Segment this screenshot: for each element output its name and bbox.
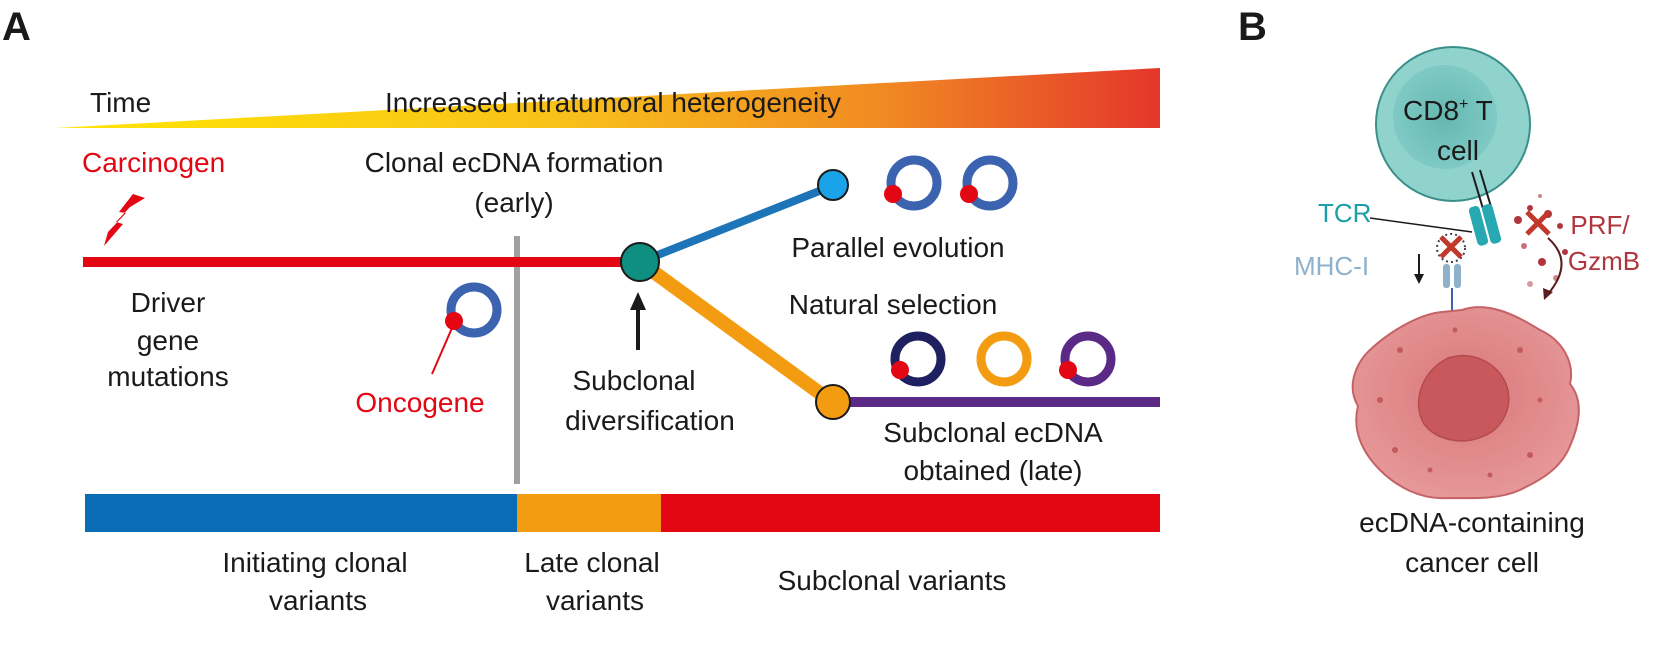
oncogene-label: Oncogene bbox=[355, 387, 484, 418]
lightning-bolt-icon bbox=[104, 194, 145, 246]
natural-selection-label: Natural selection bbox=[789, 289, 998, 320]
subclonal-late-label-line1: Subclonal ecDNA bbox=[883, 417, 1103, 448]
oncogene-pointer bbox=[431, 327, 453, 375]
mhc-dotted-ring bbox=[1436, 233, 1466, 263]
tcell-label-cd8: CD8+ T bbox=[1403, 95, 1493, 126]
prf-blocked-x-icon bbox=[1525, 210, 1551, 236]
panel-b-letter: B bbox=[1238, 5, 1267, 49]
late-clonal-label-line1: Late clonal bbox=[524, 547, 659, 578]
prf-curved-arrow bbox=[1547, 237, 1563, 295]
tcell-label-superscript: + bbox=[1459, 96, 1468, 113]
driver-label-line1: Driver bbox=[131, 287, 206, 318]
cd8-t-cell bbox=[1375, 46, 1531, 202]
panel-a-letter: A bbox=[2, 5, 31, 49]
cancer-cell bbox=[1351, 306, 1580, 500]
prf-arrowhead bbox=[1543, 288, 1553, 300]
tcell-label-cd8-main: CD8 bbox=[1403, 95, 1459, 126]
subclonal-late-label-line2: obtained (late) bbox=[903, 455, 1082, 486]
driver-label-line2: gene bbox=[137, 325, 199, 356]
clonal-formation-label-line1: Clonal ecDNA formation bbox=[365, 147, 664, 178]
tcell-label-t: T bbox=[1468, 95, 1492, 126]
mhc-molecule-icon bbox=[1443, 264, 1461, 318]
driver-label-line3: mutations bbox=[107, 361, 228, 392]
late-clonal-label-line2: variants bbox=[546, 585, 644, 616]
tcr-receptor-icon bbox=[1468, 169, 1502, 246]
subclonal-div-label-line1: Subclonal bbox=[573, 365, 696, 396]
cancer-label-line2: cancer cell bbox=[1405, 547, 1539, 578]
bar-late-clonal bbox=[517, 494, 661, 532]
selection-node bbox=[815, 384, 851, 420]
parallel-evolution-label: Parallel evolution bbox=[791, 232, 1004, 263]
bar-subclonal bbox=[661, 494, 1160, 532]
initiating-label-line2: variants bbox=[269, 585, 367, 616]
time-label: Time bbox=[90, 87, 151, 118]
subclonal-div-label-line2: diversification bbox=[565, 405, 735, 436]
tcell-label-cell: cell bbox=[1437, 135, 1479, 166]
selection-ecdna-icon-1 bbox=[890, 331, 946, 387]
diversification-node bbox=[620, 242, 660, 282]
heterogeneity-wedge bbox=[55, 68, 1160, 128]
parallel-ecdna-icon-1 bbox=[884, 155, 942, 211]
tcr-label: TCR bbox=[1318, 198, 1371, 228]
parallel-ecdna-icon-2 bbox=[960, 155, 1018, 211]
clonal-formation-label-line2: (early) bbox=[474, 187, 553, 218]
mhc-label: MHC-I bbox=[1294, 251, 1369, 281]
oncogene-ecdna-icon bbox=[445, 282, 502, 338]
initiating-label-line1: Initiating clonal bbox=[222, 547, 407, 578]
diversification-arrowhead bbox=[630, 292, 646, 310]
parallel-node bbox=[817, 169, 849, 201]
carcinogen-label: Carcinogen bbox=[82, 147, 225, 178]
bar-initiating-clonal bbox=[85, 494, 517, 532]
subclonal-variants-label: Subclonal variants bbox=[778, 565, 1007, 596]
selection-ecdna-icon-3 bbox=[1059, 331, 1116, 387]
prf-label: PRF/ bbox=[1570, 210, 1630, 240]
parallel-branch bbox=[638, 182, 834, 266]
mhc-blocked-x-icon bbox=[1439, 235, 1463, 259]
gzmb-label: GzmB bbox=[1568, 246, 1640, 276]
tcr-pointer bbox=[1369, 217, 1473, 233]
heterogeneity-label: Increased intratumoral heterogeneity bbox=[385, 87, 841, 118]
cancer-label-line1: ecDNA-containing bbox=[1359, 507, 1585, 538]
selection-ecdna-icon-2 bbox=[976, 331, 1032, 387]
clonal-formation-marker bbox=[514, 236, 520, 484]
selection-branch bbox=[635, 256, 837, 408]
down-arrow-icon bbox=[1414, 254, 1424, 284]
